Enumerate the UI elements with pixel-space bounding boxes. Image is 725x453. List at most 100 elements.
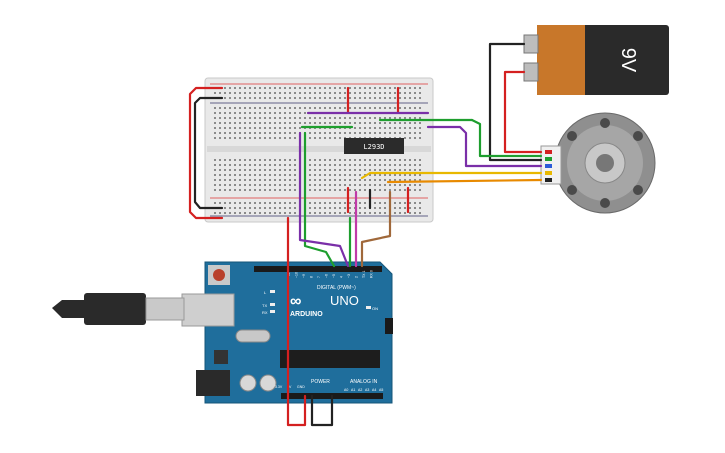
breadboard-hole bbox=[229, 132, 231, 134]
breadboard-hole bbox=[354, 87, 356, 89]
breadboard-hole bbox=[419, 184, 421, 186]
breadboard-hole bbox=[284, 212, 286, 214]
breadboard-hole bbox=[394, 87, 396, 89]
breadboard-hole bbox=[214, 137, 216, 139]
breadboard-hole bbox=[389, 117, 391, 119]
breadboard-hole bbox=[334, 169, 336, 171]
breadboard-hole bbox=[389, 179, 391, 181]
breadboard-hole bbox=[314, 174, 316, 176]
breadboard-hole bbox=[279, 87, 281, 89]
wires bbox=[188, 42, 543, 427]
breadboard-hole bbox=[259, 87, 261, 89]
breadboard-hole bbox=[314, 202, 316, 204]
breadboard-hole bbox=[234, 112, 236, 114]
rx-led bbox=[270, 310, 275, 313]
l-led bbox=[270, 290, 275, 293]
breadboard-hole bbox=[419, 189, 421, 191]
breadboard-hole bbox=[304, 112, 306, 114]
breadboard-hole bbox=[284, 159, 286, 161]
breadboard-hole bbox=[344, 169, 346, 171]
breadboard-hole bbox=[239, 169, 241, 171]
breadboard-hole bbox=[299, 122, 301, 124]
breadboard-hole bbox=[409, 92, 411, 94]
breadboard-hole bbox=[289, 184, 291, 186]
analog-pin-label: A4 bbox=[372, 388, 376, 392]
breadboard-hole bbox=[314, 132, 316, 134]
breadboard-hole bbox=[344, 97, 346, 99]
breadboard-hole bbox=[289, 112, 291, 114]
breadboard-hole bbox=[214, 122, 216, 124]
digital-pin-label: 2 bbox=[355, 276, 359, 278]
breadboard-hole bbox=[239, 202, 241, 204]
breadboard-hole bbox=[349, 179, 351, 181]
breadboard-hole bbox=[329, 207, 331, 209]
breadboard-hole bbox=[264, 112, 266, 114]
motor-screw bbox=[633, 185, 643, 195]
breadboard-hole bbox=[364, 159, 366, 161]
breadboard-hole bbox=[234, 202, 236, 204]
breadboard-hole bbox=[284, 164, 286, 166]
breadboard-hole bbox=[334, 97, 336, 99]
breadboard-hole bbox=[344, 92, 346, 94]
breadboard-hole bbox=[304, 117, 306, 119]
breadboard-hole bbox=[329, 212, 331, 214]
breadboard-hole bbox=[229, 202, 231, 204]
breadboard-hole bbox=[229, 122, 231, 124]
breadboard-hole bbox=[234, 137, 236, 139]
breadboard-hole bbox=[254, 159, 256, 161]
breadboard-hole bbox=[269, 174, 271, 176]
breadboard-hole bbox=[334, 207, 336, 209]
breadboard-hole bbox=[244, 164, 246, 166]
breadboard-hole bbox=[239, 132, 241, 134]
breadboard-hole bbox=[264, 137, 266, 139]
breadboard-hole bbox=[399, 174, 401, 176]
breadboard-hole bbox=[234, 132, 236, 134]
breadboard-hole bbox=[309, 184, 311, 186]
breadboard-hole bbox=[419, 207, 421, 209]
breadboard-hole bbox=[239, 92, 241, 94]
breadboard-hole bbox=[349, 212, 351, 214]
reset-button[interactable] bbox=[213, 269, 225, 281]
dc-motor[interactable] bbox=[540, 112, 656, 214]
breadboard-hole bbox=[379, 174, 381, 176]
breadboard-hole bbox=[399, 127, 401, 129]
breadboard-hole bbox=[239, 107, 241, 109]
breadboard-hole bbox=[344, 207, 346, 209]
usb-cable[interactable] bbox=[52, 293, 185, 325]
breadboard-hole bbox=[319, 159, 321, 161]
breadboard-hole bbox=[294, 107, 296, 109]
breadboard-hole bbox=[364, 97, 366, 99]
breadboard-hole bbox=[214, 189, 216, 191]
l293d-chip[interactable]: L293D bbox=[344, 138, 404, 154]
breadboard-hole bbox=[359, 164, 361, 166]
breadboard-hole bbox=[244, 92, 246, 94]
breadboard-hole bbox=[259, 174, 261, 176]
breadboard-hole bbox=[309, 132, 311, 134]
breadboard-hole bbox=[414, 207, 416, 209]
breadboard-hole bbox=[254, 207, 256, 209]
breadboard-hole bbox=[319, 87, 321, 89]
battery-9v[interactable]: 9V bbox=[523, 25, 669, 95]
breadboard-hole bbox=[304, 107, 306, 109]
breadboard-hole bbox=[264, 132, 266, 134]
breadboard-hole bbox=[379, 184, 381, 186]
motor-screw bbox=[600, 118, 610, 128]
breadboard-hole bbox=[389, 159, 391, 161]
breadboard-hole bbox=[224, 164, 226, 166]
breadboard-hole bbox=[339, 179, 341, 181]
breadboard-hole bbox=[294, 92, 296, 94]
breadboard-hole bbox=[249, 137, 251, 139]
breadboard-hole bbox=[279, 112, 281, 114]
breadboard-hole bbox=[239, 207, 241, 209]
breadboard-hole bbox=[329, 202, 331, 204]
breadboard-hole bbox=[274, 159, 276, 161]
digital-pin-label: RX 0 bbox=[370, 270, 374, 278]
breadboard-hole bbox=[259, 179, 261, 181]
breadboard-hole bbox=[234, 179, 236, 181]
breadboard-hole bbox=[234, 184, 236, 186]
breadboard-hole bbox=[339, 87, 341, 89]
breadboard-hole bbox=[244, 174, 246, 176]
breadboard-hole bbox=[239, 87, 241, 89]
breadboard-hole bbox=[384, 202, 386, 204]
breadboard-hole bbox=[254, 92, 256, 94]
